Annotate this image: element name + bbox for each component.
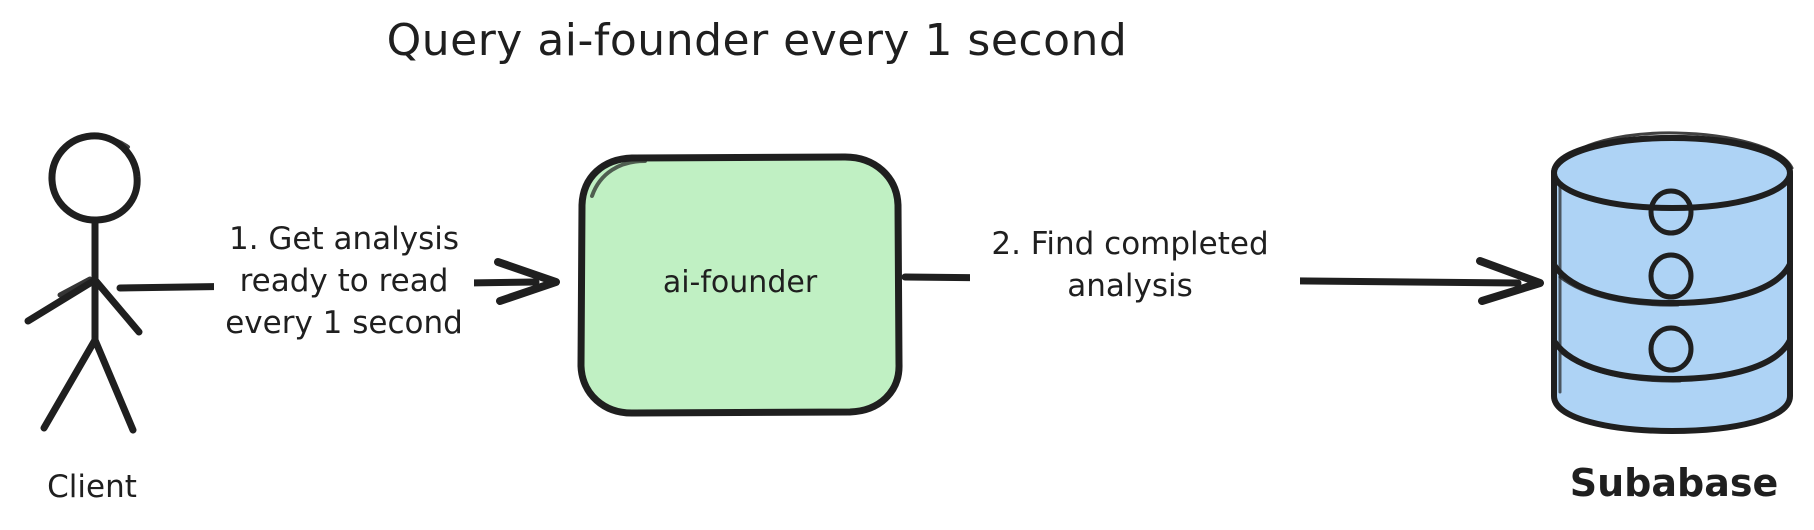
- node-ai-founder[interactable]: ai-founder: [577, 153, 903, 417]
- client-right-arm: [91, 276, 143, 336]
- subabase-divider-2-accent: [1560, 351, 1682, 383]
- diagram-title: Query ai-founder every 1 second: [387, 15, 1128, 66]
- subabase-top-sketch-accent: [1556, 131, 1794, 170]
- subabase-divider-1: [1551, 261, 1793, 306]
- subabase-divider-2: [1551, 337, 1793, 382]
- node-subabase[interactable]: Subabase: [1551, 131, 1794, 505]
- subabase-disk-indicator-3-icon: [1648, 325, 1694, 373]
- client-head-icon: [48, 132, 141, 224]
- subabase-divider-1-accent: [1558, 275, 1680, 307]
- node-ai-founder-sketch-accent: [590, 159, 647, 198]
- node-client[interactable]: Client: [24, 132, 143, 505]
- client-right-leg: [91, 336, 137, 434]
- client-left-arm: [24, 276, 99, 325]
- edge-1-label-line-1: 1. Get analysis: [229, 221, 459, 257]
- client-left-leg: [40, 336, 99, 432]
- edge-2-label-line-2: analysis: [1067, 268, 1193, 304]
- edge-1-label-backdrop: [214, 214, 474, 336]
- subabase-cylinder-top: [1551, 135, 1793, 211]
- subabase-disk-indicator-2-icon: [1648, 252, 1694, 300]
- node-ai-founder-label: ai-founder: [663, 265, 818, 300]
- edge-2-label-line-1: 2. Find completed: [991, 226, 1268, 262]
- edge-1-label-line-2: ready to read: [240, 263, 449, 299]
- client-left-arm-accent: [57, 276, 93, 298]
- edge-client-to-ai-founder[interactable]: 1. Get analysis ready to read every 1 se…: [116, 214, 560, 341]
- subabase-disk-indicator-1-icon: [1648, 188, 1694, 236]
- edge-1-label-line-3: every 1 second: [225, 305, 463, 341]
- node-subabase-label: Subabase: [1570, 461, 1779, 505]
- edge-2-label-backdrop: [970, 218, 1300, 308]
- node-ai-founder-shape: [577, 153, 903, 417]
- edge-1-arrowhead-icon: [494, 258, 560, 305]
- node-client-label: Client: [47, 469, 137, 505]
- edge-2-arrowhead-icon: [1476, 257, 1544, 305]
- edge-ai-founder-to-subabase[interactable]: 2. Find completed analysis: [901, 218, 1544, 308]
